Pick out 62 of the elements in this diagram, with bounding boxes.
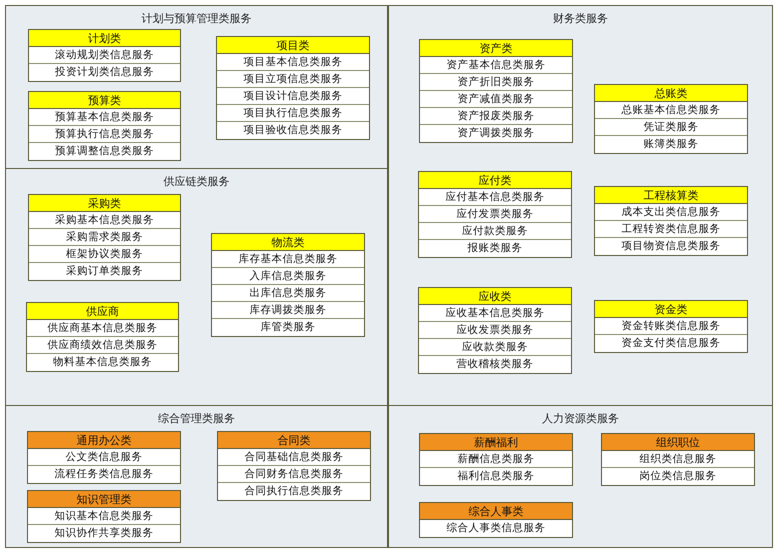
service-row: 出库信息类服务	[212, 285, 364, 302]
service-row: 项目设计信息类服务	[217, 88, 369, 105]
service-row: 公文类信息服务	[28, 449, 180, 466]
category-header: 供应商	[27, 303, 178, 320]
panel-background	[5, 5, 388, 169]
panel-title: 综合管理类服务	[157, 411, 236, 426]
service-row: 总账基本信息类服务	[595, 102, 747, 119]
panel-title: 供应链类服务	[162, 174, 230, 189]
service-row: 供应商绩效信息类服务	[27, 337, 178, 354]
category-header: 工程核算类	[595, 187, 747, 204]
service-row: 资金转账类信息服务	[595, 318, 747, 335]
service-row: 知识基本信息类服务	[28, 508, 180, 525]
service-row: 库存调拨类服务	[212, 302, 364, 319]
service-row: 供应商基本信息类服务	[27, 320, 178, 337]
category-header: 采购类	[29, 195, 180, 212]
service-row: 应付款类服务	[419, 223, 571, 240]
service-row: 滚动规划类信息服务	[29, 47, 180, 64]
service-row: 成本支出类信息服务	[595, 204, 747, 221]
category-header: 薪酬福利	[420, 434, 572, 451]
service-row: 应付基本信息类服务	[419, 189, 571, 206]
service-row: 合同财务信息类服务	[218, 466, 370, 483]
service-row: 预算执行信息类服务	[29, 126, 180, 143]
category-header: 应付类	[419, 172, 571, 189]
service-row: 应收基本信息类服务	[419, 305, 571, 322]
category-header: 物流类	[212, 234, 364, 251]
service-row: 应付发票类服务	[419, 206, 571, 223]
service-row: 凭证类服务	[595, 119, 747, 136]
category-header: 知识管理类	[28, 491, 180, 508]
category-header: 综合人事类	[420, 503, 572, 520]
service-row: 采购基本信息类服务	[29, 212, 180, 229]
service-row: 库存基本信息类服务	[212, 251, 364, 268]
category-header: 资产类	[420, 40, 572, 57]
panel-title: 财务类服务	[552, 11, 609, 26]
service-row: 应收款类服务	[419, 339, 571, 356]
service-row: 资产折旧类服务	[420, 74, 572, 91]
category-header: 总账类	[595, 85, 747, 102]
service-row: 工程转资类信息服务	[595, 221, 747, 238]
category-header: 合同类	[218, 432, 370, 449]
service-row: 应收发票类服务	[419, 322, 571, 339]
panel-background	[5, 168, 388, 406]
category-header: 计划类	[29, 30, 180, 47]
service-row: 合同基础信息类服务	[218, 449, 370, 466]
category-header: 预算类	[29, 92, 180, 109]
service-row: 项目基本信息类服务	[217, 54, 369, 71]
category-header: 通用办公类	[28, 432, 180, 449]
panel-title: 人力资源类服务	[541, 411, 620, 426]
service-row: 采购需求类服务	[29, 229, 180, 246]
service-row: 项目执行信息类服务	[217, 105, 369, 122]
panel-title: 计划与预算管理类服务	[140, 11, 252, 26]
service-row: 资产减值类服务	[420, 91, 572, 108]
service-row: 组织类信息服务	[602, 451, 754, 468]
service-row: 资产报废类服务	[420, 108, 572, 125]
service-row: 项目立项信息类服务	[217, 71, 369, 88]
service-row: 框架协议类服务	[29, 246, 180, 263]
service-row: 资产基本信息类服务	[420, 57, 572, 74]
category-header: 项目类	[217, 37, 369, 54]
service-row: 入库信息类服务	[212, 268, 364, 285]
category-header: 资金类	[595, 301, 747, 318]
service-row: 预算基本信息类服务	[29, 109, 180, 126]
service-row: 薪酬信息类服务	[420, 451, 572, 468]
category-header: 组织职位	[602, 434, 754, 451]
category-header: 应收类	[419, 288, 571, 305]
